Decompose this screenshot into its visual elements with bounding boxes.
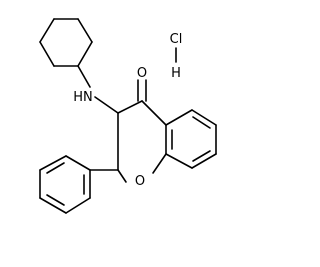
pyranone-ring — [117, 100, 167, 183]
carbonyl-oxygen-label: O — [137, 66, 147, 81]
phenyl-ring — [39, 155, 91, 214]
structure-diagram: HN O O — [39, 18, 217, 214]
ring-oxygen-label: O — [135, 174, 145, 189]
nitrogen-c3-bond — [94, 96, 119, 114]
benzo-ring — [165, 109, 217, 169]
hydrogen-label: H — [171, 66, 181, 81]
amine-label: HN — [73, 90, 93, 105]
carbonyl-bond — [137, 79, 147, 102]
cyclohexyl-ring — [39, 18, 93, 67]
cyclohexyl-nitrogen-bond — [77, 65, 91, 88]
chlorine-label: Cl — [170, 32, 183, 47]
